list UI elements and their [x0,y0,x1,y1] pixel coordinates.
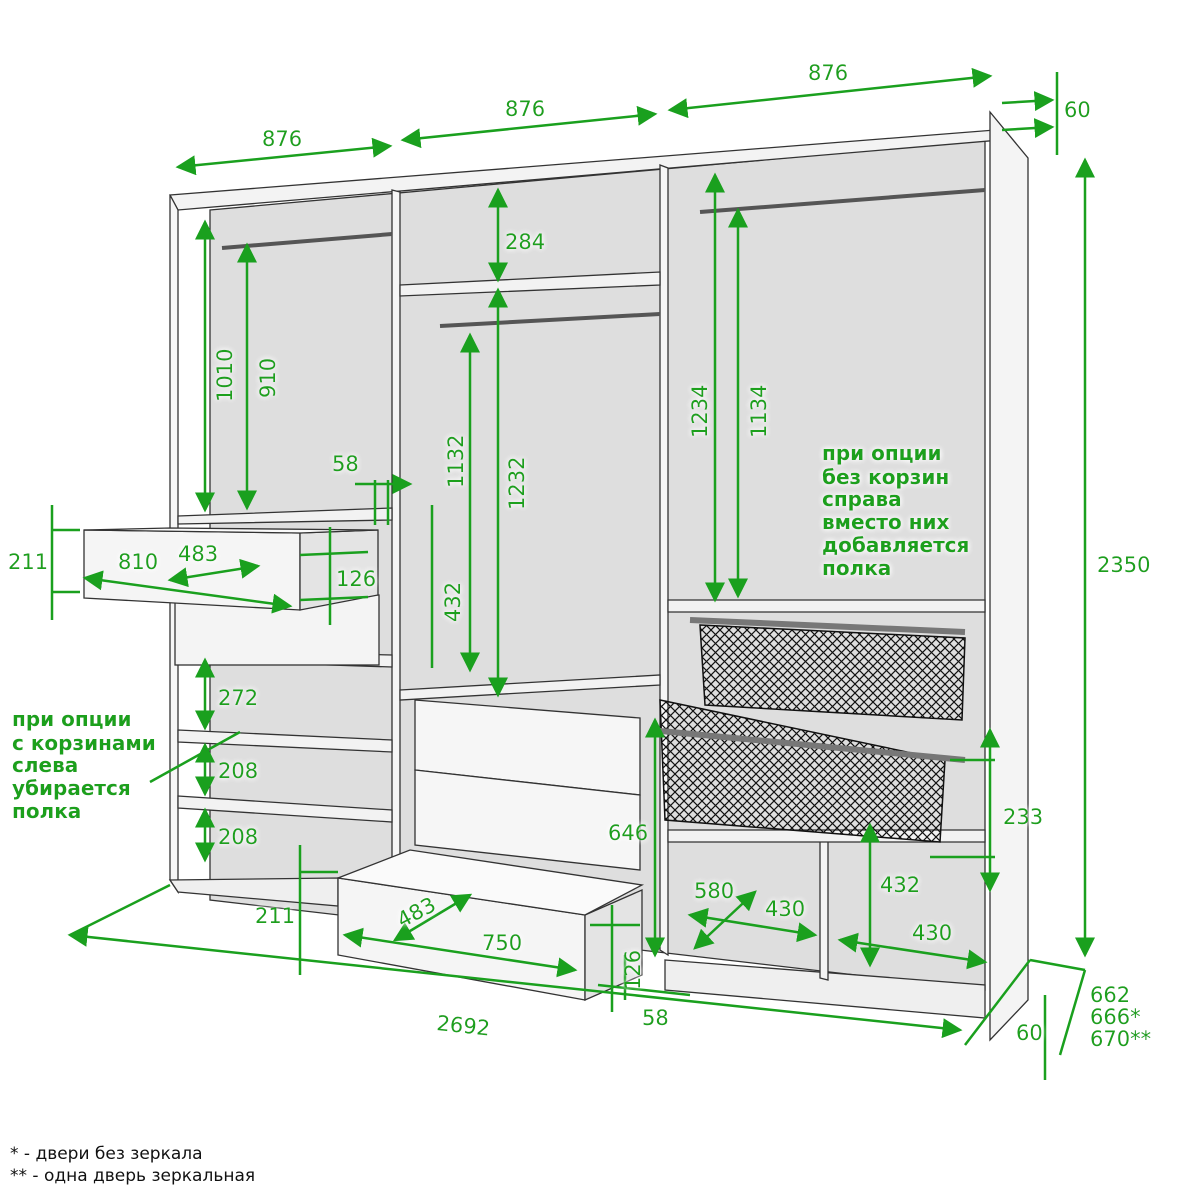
label-shelf-208-b: 208 [218,825,258,849]
label-shelf-432-left: 432 [441,582,465,622]
note-left-line-5: полка [12,799,81,823]
note-right-line-6: полка [822,556,891,580]
label-right-cell-432: 432 [880,873,920,897]
label-depth-3: 670** [1090,1027,1151,1051]
right-side-panel [989,110,1029,1042]
label-drawer-top-width: 810 [118,550,158,574]
label-bottom-side-gap: 58 [642,1006,669,1030]
label-drawer-top-depth: 483 [178,542,218,566]
label-left-rail-2: 910 [256,358,280,398]
label-shelf-208-a: 208 [218,759,258,783]
label-width-middle: 876 [505,97,545,121]
label-side-gap: 58 [332,452,359,476]
label-middle-lower: 646 [608,821,648,845]
label-depth-1: 662 [1090,983,1130,1007]
label-basket-gap: 233 [1003,805,1043,829]
label-drawer-bottom-inner: 126 [621,950,645,990]
label-middle-rail-2: 1232 [505,457,529,510]
rail-middle [439,312,661,328]
note-right-line-1: при опции [822,441,942,465]
label-middle-rail-1: 1132 [444,435,468,488]
note-right-line-3: справа [822,487,902,511]
label-right-cell-430-b: 430 [912,921,952,945]
note-left-line-3: слева [12,753,78,777]
label-depth-2: 666* [1090,1005,1141,1029]
shelf-left-1 [177,507,393,525]
label-width-left: 876 [262,127,302,151]
wire-baskets [649,617,966,843]
note-right: при опции без корзин справа вместо них д… [822,441,969,580]
note-left-line-1: при опции [12,707,132,731]
shelf-mid-top [399,271,661,297]
label-drawer-top-height: 211 [8,550,48,574]
note-left-line-2: с корзинами [12,731,156,755]
dimension-lines [50,67,1095,1080]
note-left-line-4: убирается [12,776,131,800]
label-right-rail-1: 1234 [688,385,712,438]
label-bottom-offset: 60 [1016,1021,1043,1045]
label-total-width: 2692 [435,1011,491,1040]
dimension-labels: 876 876 876 60 2350 1010 910 58 211 810 … [8,61,1151,1051]
shelf-right [667,599,986,613]
shelf-mid-lower [399,674,661,701]
label-right-rail-2: 1134 [747,385,771,438]
partition-left [391,189,401,882]
drawer-front-mid-2 [414,769,641,871]
note-right-line-5: добавляется [822,533,969,557]
label-drawer-bottom-width: 750 [482,931,522,955]
label-width-right: 876 [808,61,848,85]
label-drawer-bottom-height: 211 [255,904,295,928]
legend-line-2: ** - одна дверь зеркальная [10,1166,256,1186]
note-right-line-2: без корзин [822,465,949,489]
right-cell-divider [819,834,829,981]
label-right-cell-430-a: 430 [765,897,805,921]
label-total-height: 2350 [1097,553,1150,577]
basket-upper [699,624,966,721]
note-left: при опции с корзинами слева убирается по… [12,707,156,823]
label-left-rail-1: 1010 [213,349,237,402]
label-shelf-272: 272 [218,686,258,710]
legend-line-1: * - двери без зеркала [10,1144,203,1164]
label-top-offset: 60 [1064,98,1091,122]
shelf-left-4 [177,795,393,823]
partition-right [659,164,669,957]
note-right-line-4: вместо них [822,510,950,534]
label-drawer-top-inner: 126 [336,567,376,591]
label-right-cell-580: 580 [694,879,734,903]
label-middle-top: 284 [505,230,545,254]
